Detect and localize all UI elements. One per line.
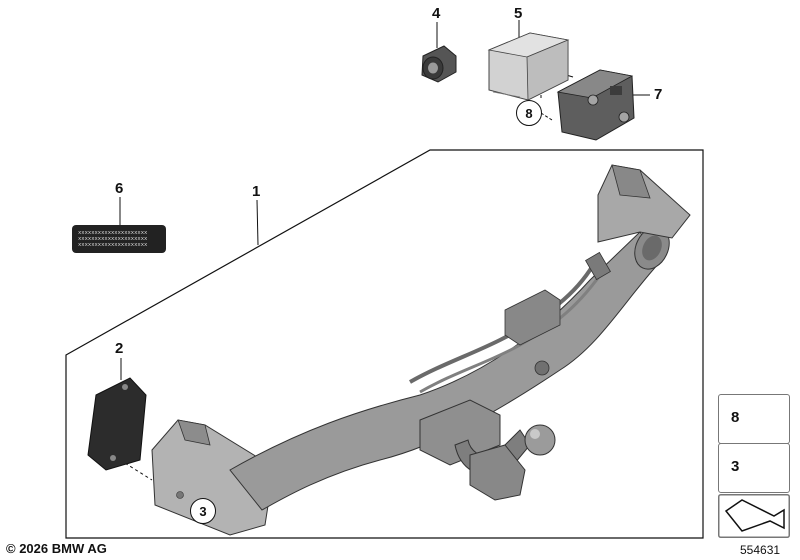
socket-cap <box>421 45 457 83</box>
callout-7: 7 <box>654 86 663 103</box>
control-unit-bracket <box>556 69 635 141</box>
label-plate-line-3: xxxxxxxxxxxxxxxxxxxxx <box>78 241 148 248</box>
towing-hitch <box>151 164 691 536</box>
callout-5: 5 <box>514 5 523 22</box>
callout-1: 1 <box>252 183 261 200</box>
callout-6: 6 <box>115 180 124 197</box>
assembly-frame <box>65 149 704 539</box>
legend-number-8: 8 <box>731 409 740 426</box>
legend-item-3: 3 <box>718 443 790 493</box>
callout-2: 2 <box>115 340 124 357</box>
label-plate: xxxxxxxxxxxxxxxxxxxxx xxxxxxxxxxxxxxxxxx… <box>72 225 166 253</box>
label-plate-line-1: xxxxxxxxxxxxxxxxxxxxx <box>78 229 148 236</box>
control-unit <box>487 32 570 101</box>
legend-arrow-icon <box>718 494 790 538</box>
gasket-plate <box>87 377 147 471</box>
callout-8-circle: 8 <box>516 100 542 126</box>
legend-number-3: 3 <box>731 458 740 475</box>
legend-item-8: 8 <box>718 394 790 444</box>
callout-4: 4 <box>432 5 441 22</box>
copyright-text: © 2026 BMW AG <box>6 541 107 556</box>
callout-3-circle: 3 <box>190 498 216 524</box>
label-plate-line-2: xxxxxxxxxxxxxxxxxxxxx <box>78 235 148 242</box>
diagram-id: 554631 <box>740 543 781 557</box>
